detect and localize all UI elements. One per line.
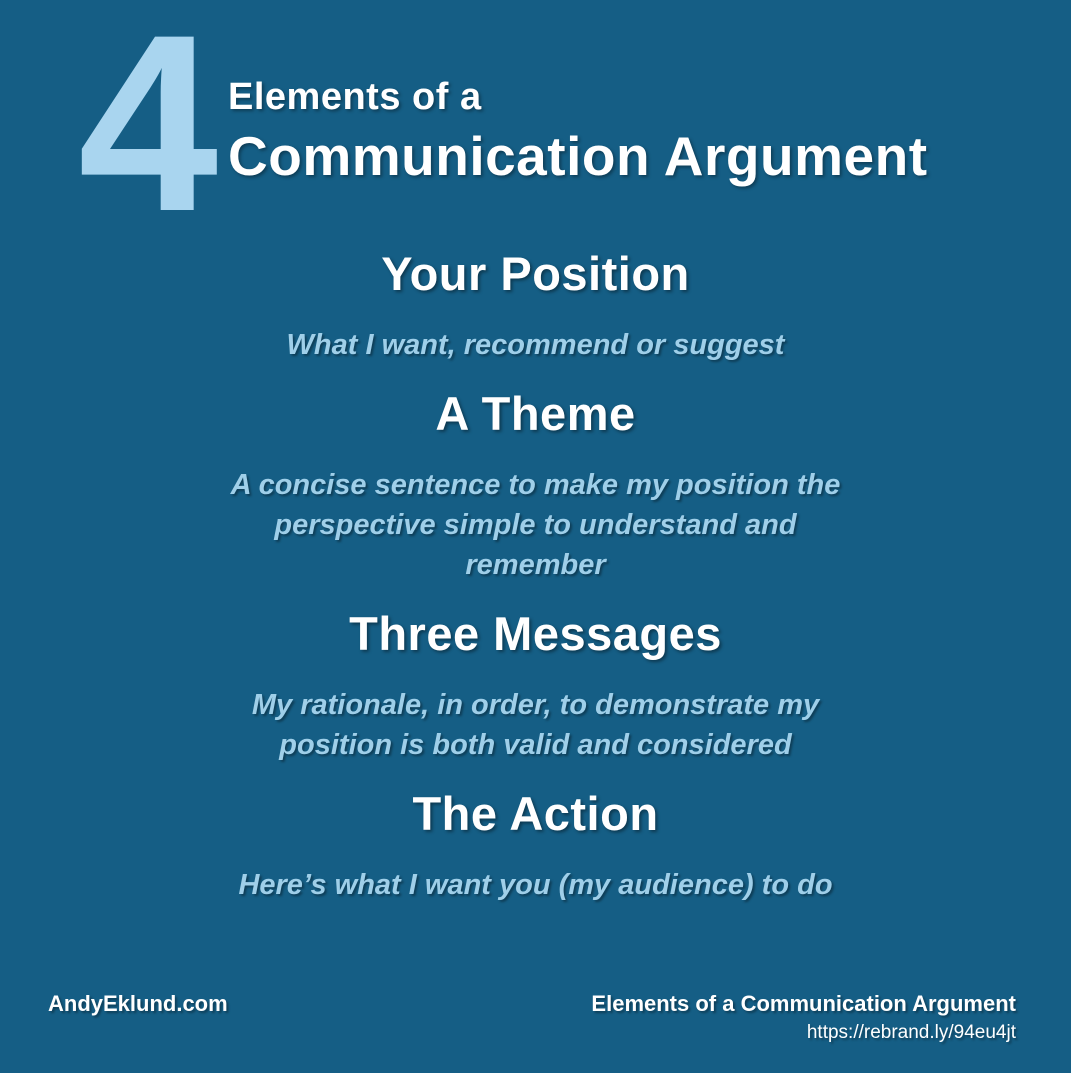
section-description: My rationale, in order, to demonstrate m… <box>251 689 820 762</box>
big-number-4: 4 <box>78 0 218 264</box>
title-block: Elements of a Communication Argument <box>228 76 928 186</box>
section-the-action: The Action Here’s what I want you (my au… <box>0 787 1071 905</box>
footer-url-text: https://rebrand.ly/94eu4jt <box>806 1022 1016 1044</box>
footer-title-text: Elements of a Communication Argument <box>591 991 1016 1016</box>
section-heading: Your Position <box>381 247 690 300</box>
footer: AndyEklund.com Elements of a Communicati… <box>0 973 1071 1073</box>
section-description: A concise sentence to make my position t… <box>230 469 841 582</box>
section-a-theme: A Theme A concise sentence to make my po… <box>0 387 1071 585</box>
footer-right-block: Elements of a Communication Argument htt… <box>591 991 1016 1047</box>
section-your-position: Your Position What I want, recommend or … <box>0 247 1071 365</box>
sections-list: Your Position What I want, recommend or … <box>0 247 1071 927</box>
section-description: Here’s what I want you (my audience) to … <box>238 869 833 902</box>
title-line-1: Elements of a <box>228 76 482 118</box>
section-heading: Three Messages <box>349 607 722 661</box>
title-line-2: Communication Argument <box>228 124 928 187</box>
section-description: What I want, recommend or suggest <box>286 329 785 362</box>
section-heading: The Action <box>412 787 659 841</box>
header: 4 Elements of a Communication Argument <box>0 0 1071 260</box>
footer-brand-text: AndyEklund.com <box>48 991 228 1016</box>
section-three-messages: Three Messages My rationale, in order, t… <box>0 607 1071 765</box>
section-heading: A Theme <box>435 387 636 441</box>
